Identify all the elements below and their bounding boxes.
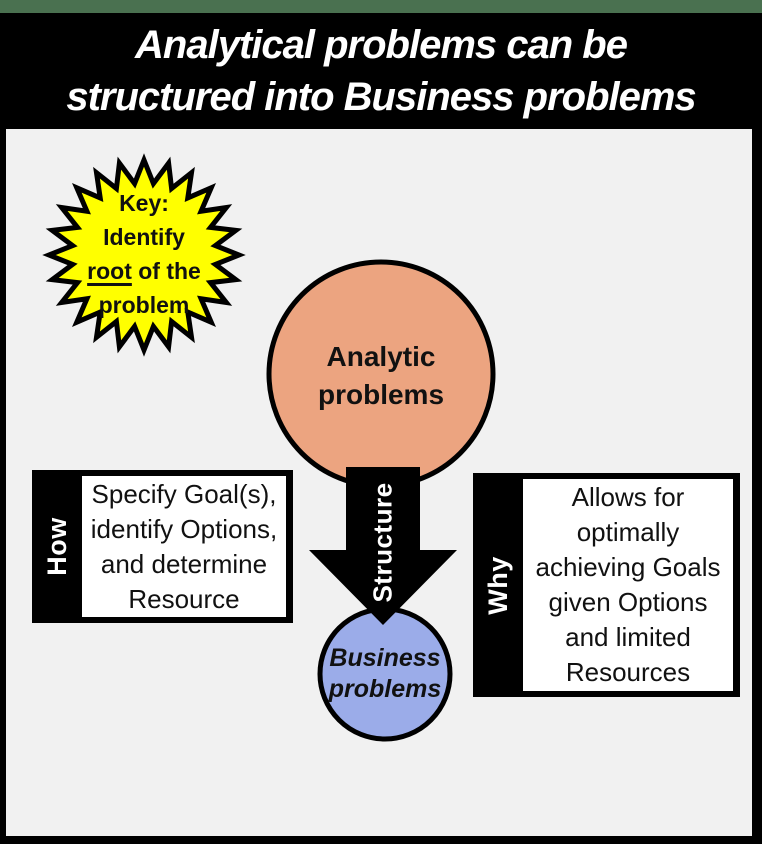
key-star-text: Key: Identify root of the problem [44, 186, 244, 322]
structure-arrow-label: Structure [368, 481, 399, 603]
how-text-line: Specify Goal(s), [91, 478, 277, 509]
why-box: Why Allows for optimally achieving Goals… [473, 473, 740, 697]
how-label-strip: How [32, 470, 82, 623]
how-box: How Specify Goal(s), identify Options, a… [32, 470, 293, 623]
key-star-line-4: problem [98, 292, 190, 318]
structure-arrow-shape [309, 467, 457, 625]
why-label: Why [482, 555, 513, 615]
page-title-line-2: structured into Business problems [66, 75, 696, 119]
why-text-line: Resources [565, 657, 691, 687]
how-label: How [41, 517, 72, 576]
top-accent-strip [0, 0, 762, 13]
why-text-line: and limited [565, 622, 691, 652]
title-band: Analytical problems can be structured in… [0, 13, 762, 129]
analytic-circle-line-2: problems [317, 379, 445, 410]
analytic-circle-label: Analytic problems [281, 338, 481, 414]
business-circle-line-2: problems [328, 675, 442, 703]
analytic-circle-line-1: Analytic [326, 341, 436, 372]
business-circle-line-1: Business [329, 644, 441, 672]
page-title-line-1: Analytical problems can be [135, 23, 628, 67]
why-text-panel: Allows for optimally achieving Goals giv… [523, 479, 733, 691]
structure-arrow-label-wrap: Structure [341, 462, 426, 622]
how-text-line: and determine [100, 548, 268, 579]
how-text-panel: Specify Goal(s), identify Options, and d… [82, 476, 286, 617]
why-text-line: optimally [576, 517, 680, 547]
key-star-line-3-rest: of the [131, 258, 201, 284]
why-label-strip: Why [473, 473, 523, 697]
key-star-line-2: Identify [103, 224, 185, 250]
key-star-line-3: root of the [44, 254, 244, 288]
why-text-line: given Options [548, 587, 708, 617]
how-text-line: Resource [128, 583, 240, 614]
key-star-shape [42, 153, 246, 357]
diagram-canvas: Key: Identify root of the problem Analyt… [6, 129, 752, 836]
business-circle-label: Business problems [305, 643, 465, 705]
how-text-line: identify Options, [90, 513, 278, 544]
why-text-line: Allows for [571, 482, 685, 512]
root-underlined-word: root [87, 258, 132, 284]
why-text-line: achieving Goals [535, 552, 721, 582]
diagram-shapes [42, 153, 496, 742]
key-star-line-1: Key: [119, 190, 169, 216]
